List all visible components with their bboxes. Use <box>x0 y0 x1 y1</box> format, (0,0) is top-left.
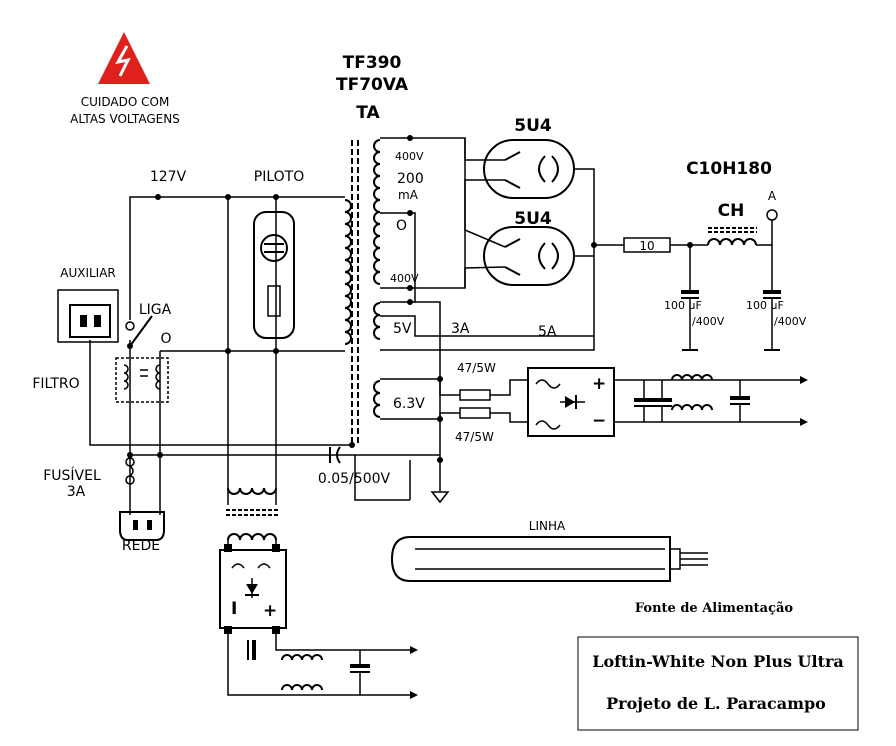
filter-capacitor-1 <box>681 245 699 351</box>
cap1-voltage: /400V <box>692 315 725 328</box>
resistor-47-1-label: 47/5W <box>457 361 496 375</box>
bridge-rectifier-filament: + − <box>527 367 615 437</box>
svg-text:I: I <box>231 599 237 619</box>
tap-zero: O <box>396 218 407 234</box>
transformer-model-1: TF390 <box>343 53 402 73</box>
mains-voltage-label: 127V <box>150 169 187 185</box>
svg-text:+: + <box>592 374 606 394</box>
tap-current-unit: mA <box>398 188 419 202</box>
pilot-label: PILOTO <box>254 169 304 185</box>
output-terminal-label: A <box>768 189 777 203</box>
transformer-core <box>351 140 359 445</box>
tap-current: 200 <box>397 171 424 187</box>
tube-lower-label: 5U4 <box>514 209 552 229</box>
filament-5v-winding <box>373 302 381 340</box>
filament-filter <box>614 374 808 426</box>
rectifier-tube-lower <box>483 226 575 286</box>
tap-400v-top: 400V <box>395 150 424 163</box>
hv-secondary-winding <box>373 139 381 285</box>
credits-title: Loftin-White Non Plus Ultra <box>592 652 844 671</box>
line-label: LINHA <box>529 519 566 533</box>
tap-5v: 5V <box>393 321 412 337</box>
svg-text:+: + <box>263 601 277 621</box>
bridge-rectifier-aux: I + <box>219 544 287 634</box>
linha-tube-icon <box>390 536 708 582</box>
output-terminal-a <box>766 209 778 221</box>
filter-capacitor-2 <box>763 245 781 351</box>
fuse-rating: 3A <box>67 484 86 500</box>
rectifier-tube-upper <box>483 139 575 199</box>
tap-63v: 6.3V <box>393 396 425 412</box>
warning-line-2: ALTAS VOLTAGENS <box>70 112 180 126</box>
emi-filter <box>115 357 169 403</box>
pilot-lamp <box>253 211 295 339</box>
resistor-47-2-label: 47/5W <box>455 430 494 444</box>
filter-label: FILTRO <box>32 376 79 392</box>
svg-text:−: − <box>592 411 606 431</box>
filament-wiring <box>380 378 528 423</box>
aux-outlet <box>57 289 119 343</box>
plug-label: REDE <box>122 538 160 554</box>
credits-author: Projeto de L. Paracampo <box>606 694 826 713</box>
primary-winding <box>344 199 352 345</box>
resistor-value: 10 <box>639 239 654 253</box>
cap2-value: 100 uF <box>746 299 784 312</box>
choke-name: CH <box>718 201 745 221</box>
diagram-caption: Fonte de Alimentação <box>635 601 794 616</box>
choke-model: C10H180 <box>686 159 772 179</box>
aux-label: AUXILIAR <box>60 266 116 280</box>
hv-wiring <box>380 137 624 460</box>
coupling-capacitor <box>329 446 341 464</box>
mains-plug <box>119 511 165 541</box>
tap-400v-bottom: 400V <box>390 272 419 285</box>
cap2-voltage: /400V <box>774 315 807 328</box>
ground-symbol <box>430 460 450 504</box>
tap-5a: 5A <box>538 324 557 340</box>
high-voltage-warning-icon <box>98 32 150 84</box>
choke-inductor <box>707 227 757 246</box>
aux-transformer <box>226 487 280 550</box>
aux-filter <box>227 634 418 699</box>
coupling-cap-label: 0.05/500V <box>318 471 391 487</box>
power-switch <box>125 315 153 349</box>
cap1-value: 100 uF <box>664 299 702 312</box>
fuse-label: FUSÍVEL <box>43 467 101 484</box>
transformer-model-2: TF70VA <box>336 75 409 95</box>
switch-off-label: O <box>160 331 171 347</box>
transformer-name: TA <box>356 103 380 123</box>
switch-label: LIGA <box>139 302 172 318</box>
warning-line-1: CUIDADO COM <box>81 95 170 109</box>
tube-upper-label: 5U4 <box>514 116 552 136</box>
filament-63v-winding <box>373 380 381 418</box>
credits-box <box>577 636 859 731</box>
tap-3a: 3A <box>451 321 470 337</box>
